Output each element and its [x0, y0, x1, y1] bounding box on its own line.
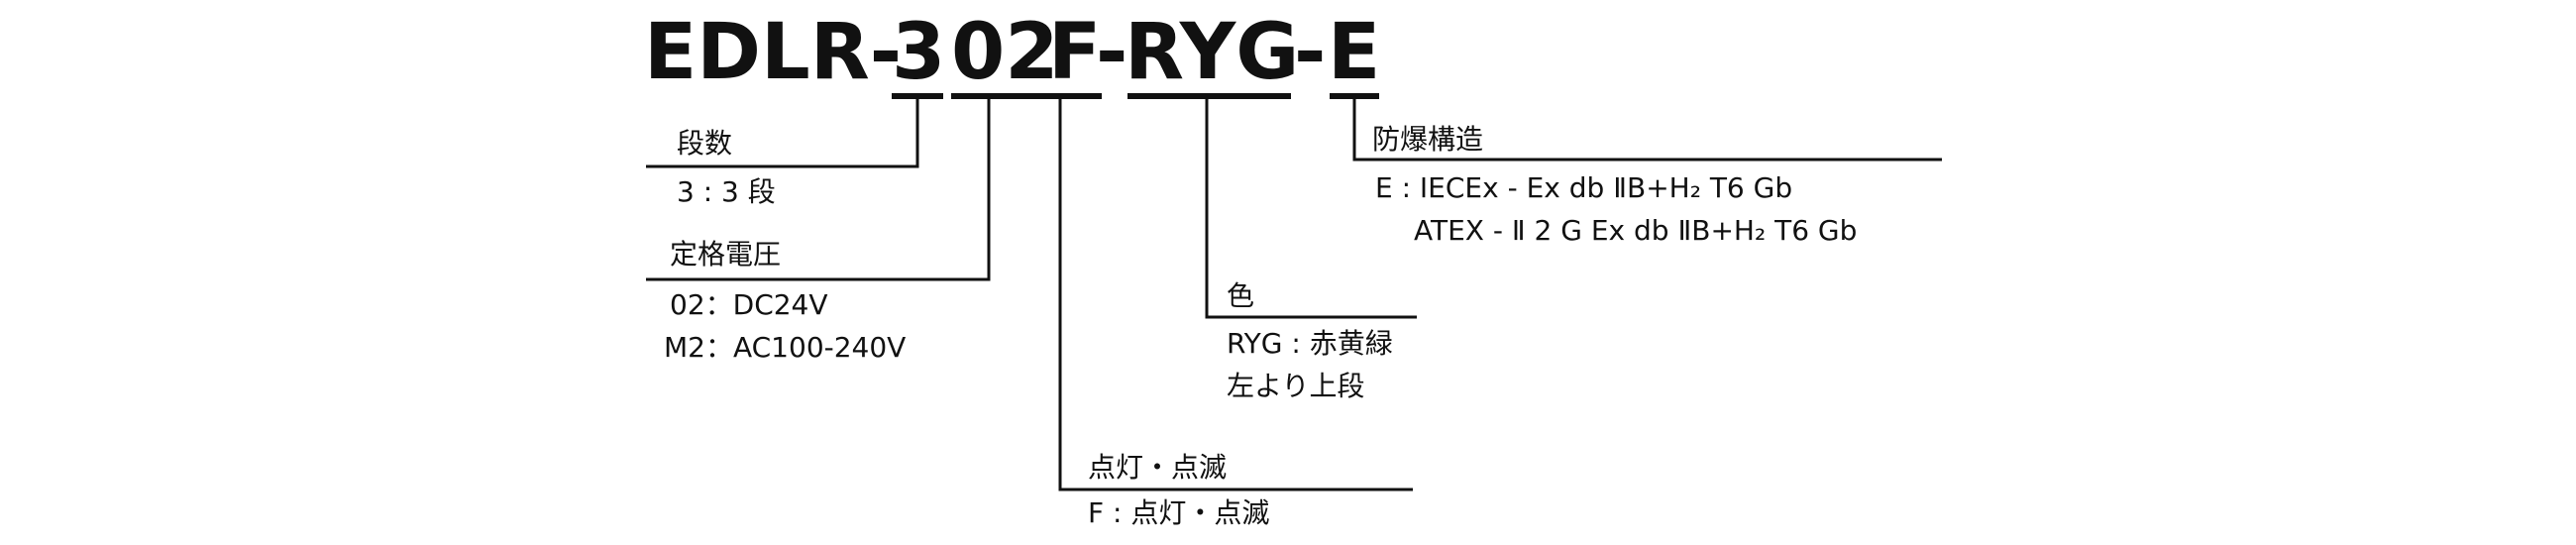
leader-explosion-proof — [1352, 99, 1942, 162]
option-light-mode-0: F : 点灯・点滅 — [1088, 496, 1270, 529]
underline-light-mode — [1050, 93, 1102, 99]
code-separator-1: - — [1096, 8, 1128, 97]
code-separator-2: - — [1294, 8, 1327, 97]
underline-explosion-proof — [1330, 93, 1379, 99]
code-light-mode: F — [1048, 8, 1102, 97]
leader-light-mode — [1058, 99, 1413, 491]
code-prefix: EDLR- — [644, 8, 903, 97]
option-voltage-0: 02：DC24V — [670, 288, 828, 321]
option-color-1: 左より上段 — [1227, 370, 1365, 402]
option-voltage-1: M2：AC100-240V — [664, 331, 907, 364]
code-explosion-proof: E — [1328, 8, 1381, 97]
option-tiers-0: 3 : 3 段 — [677, 175, 776, 208]
section-title-tiers: 段数 — [677, 127, 733, 160]
leader-voltage — [646, 99, 991, 281]
option-explosion-proof-0: E : IECEx - Ex db ⅡB+H₂ T6 Gb — [1375, 171, 1793, 204]
section-title-light-mode: 点灯・点滅 — [1088, 451, 1228, 484]
code-voltage: 02 — [951, 8, 1059, 97]
leader-color — [1205, 99, 1417, 319]
option-explosion-proof-1: ATEX - Ⅱ 2 G Ex db ⅡB+H₂ T6 Gb — [1414, 214, 1858, 247]
leader-tiers — [646, 99, 919, 168]
code-color: RYG — [1125, 8, 1300, 97]
section-title-color: 色 — [1227, 279, 1255, 312]
code-tiers: 3 — [892, 8, 946, 97]
section-title-explosion-proof: 防爆構造 — [1372, 123, 1484, 156]
underline-tiers — [892, 93, 943, 99]
underline-color — [1127, 93, 1291, 99]
option-color-0: RYG : 赤黄緑 — [1227, 327, 1393, 360]
section-title-voltage: 定格電圧 — [670, 238, 782, 271]
underline-voltage — [951, 93, 1062, 99]
